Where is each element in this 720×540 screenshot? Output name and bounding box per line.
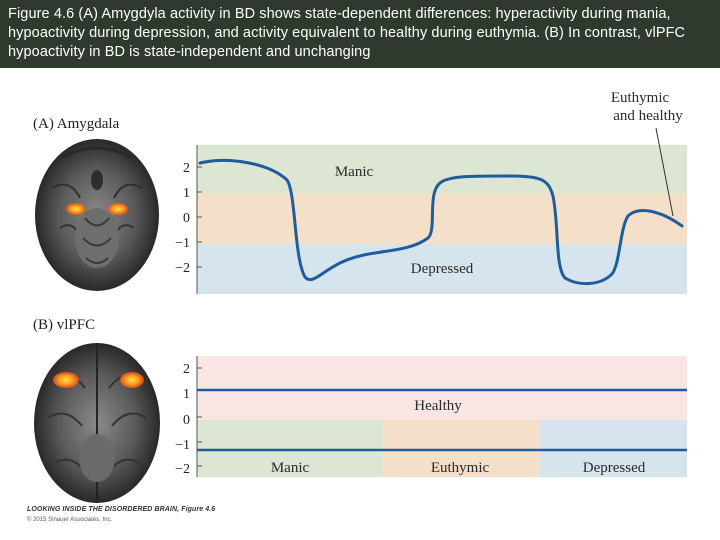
neutral-band (197, 193, 687, 244)
tick-label: 2 (183, 362, 190, 377)
manic-state-band (197, 420, 383, 477)
depressed-band (197, 244, 687, 294)
tick-label: 0 (183, 211, 190, 226)
annotation-pointer-line (655, 127, 674, 217)
euthymic-healthy-label-line1: Euthymic (611, 90, 670, 106)
panel-a-label: (A) Amygdala (33, 116, 120, 132)
manic-band (197, 145, 687, 193)
depressed-state-label: Depressed (583, 460, 646, 476)
tick-label: −1 (175, 438, 190, 453)
healthy-band (197, 356, 687, 420)
brain-scan-vlpfc-image (34, 343, 160, 503)
copyright-notice: © 2015 Sinauer Associates, Inc. (27, 517, 113, 523)
tick-label: −2 (175, 462, 190, 477)
tick-label: 1 (183, 387, 190, 402)
euthymic-state-label: Euthymic (431, 460, 490, 476)
depressed-band-label: Depressed (411, 261, 474, 277)
tick-label: −1 (175, 236, 190, 251)
euthymic-state-band (383, 420, 540, 477)
figure-caption: Figure 4.6 (A) Amygdyla activity in BD s… (0, 0, 720, 68)
figure-diagram: (A) Amygdala 2 1 0 −1 −2 Manic Depressed… (31, 90, 687, 503)
amygdala-activity-trace (198, 159, 684, 285)
brain-scan-amygdala-image (31, 139, 164, 291)
tick-label: −2 (175, 261, 190, 276)
tick-label: 2 (183, 161, 190, 176)
panel-b-label: (B) vlPFC (33, 317, 95, 333)
manic-band-label: Manic (335, 164, 374, 180)
y-ticks-a (197, 166, 202, 268)
manic-state-label: Manic (271, 460, 310, 476)
book-credit: LOOKING INSIDE THE DISORDERED BRAIN, Fig… (27, 506, 216, 513)
healthy-label: Healthy (414, 398, 462, 414)
tick-label: 1 (183, 186, 190, 201)
depressed-state-band (540, 420, 687, 477)
tick-label: 0 (183, 413, 190, 428)
euthymic-healthy-label-line2: and healthy (613, 108, 683, 124)
